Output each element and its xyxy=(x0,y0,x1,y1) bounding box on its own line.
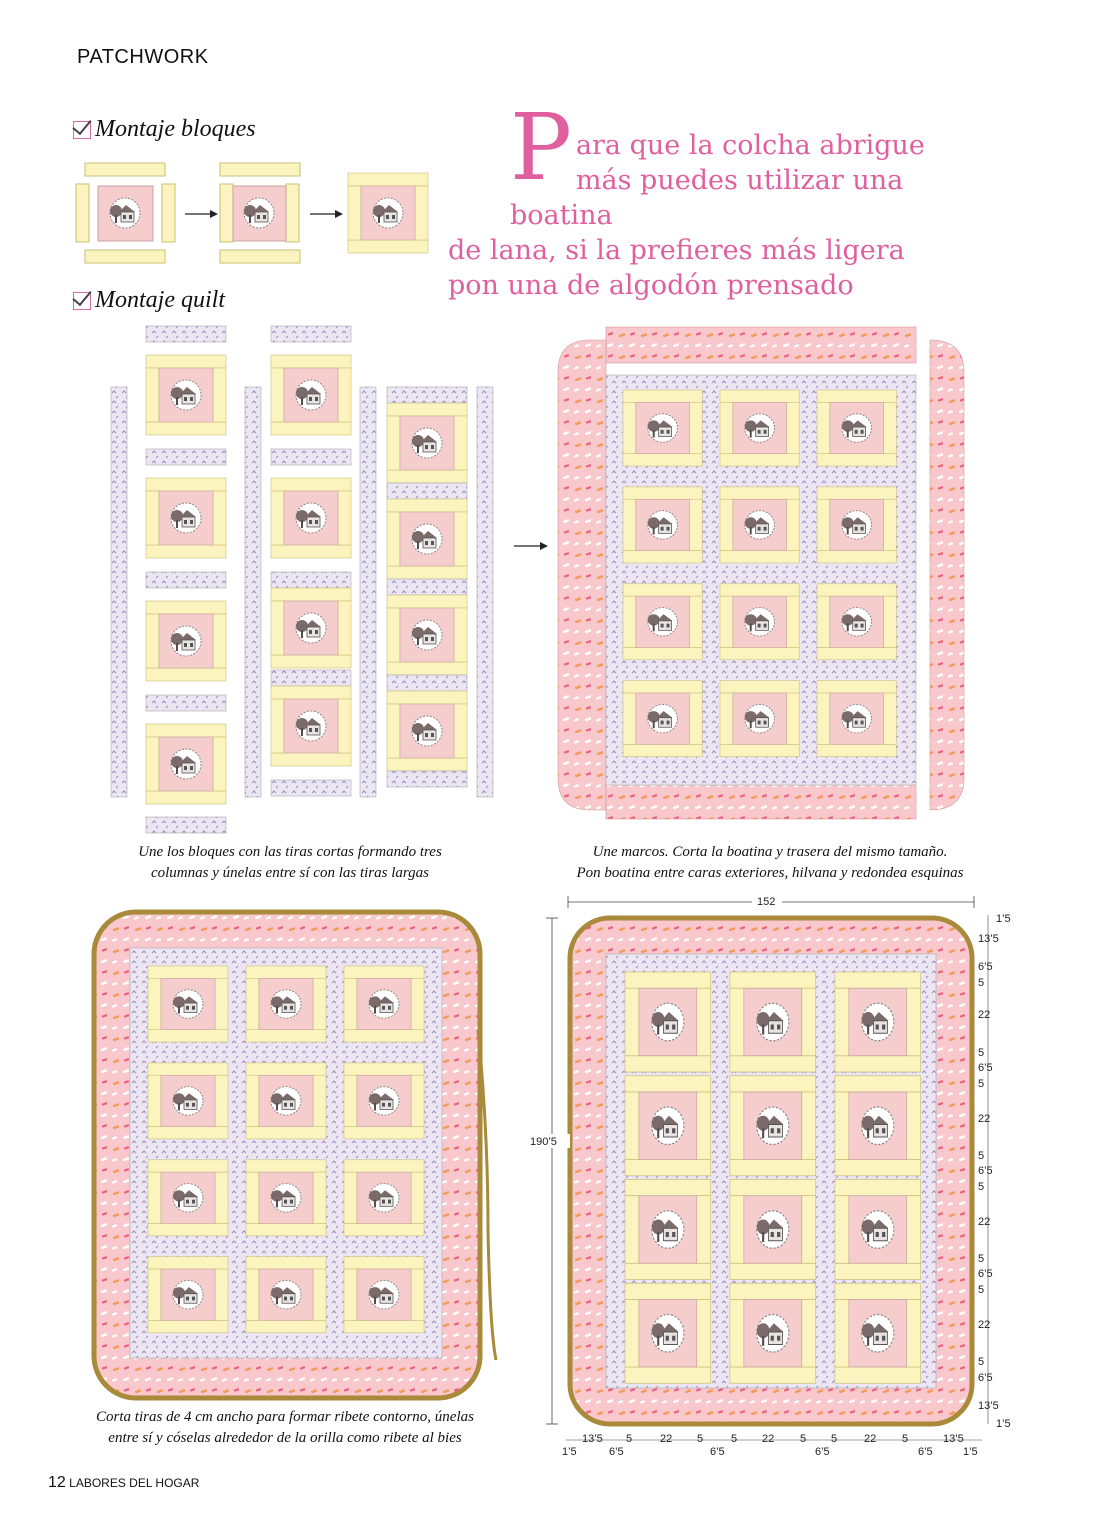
dim-bottom-label: 22 xyxy=(762,1433,774,1445)
dim-right-label: 5 xyxy=(978,1150,984,1162)
dim-bottom-label: 5 xyxy=(800,1433,806,1445)
checkmark-icon xyxy=(73,291,91,310)
step-title-blocks-text: Montaje bloques xyxy=(95,116,256,142)
dim-right-label: 1’5 xyxy=(996,913,1011,925)
quote-line-3: de lana, si la prefieres más ligera xyxy=(448,235,905,266)
dim-right-label: 6’5 xyxy=(978,961,993,973)
step-title-quilt-text: Montaje quilt xyxy=(95,287,225,313)
dim-right-label: 5 xyxy=(978,1253,984,1265)
dim-bottom-label: 5 xyxy=(902,1433,908,1445)
dim-bottom-label: 6’5 xyxy=(918,1446,933,1458)
quilt-dimensions-diagram: 152 190’5 1’513’56’552256’552256’552256’… xyxy=(528,894,1011,1458)
caption-columns: Une los bloques con las tiras cortas for… xyxy=(90,842,490,884)
blocks-assembly-diagram xyxy=(75,162,428,264)
quote-line-4: pon una de algodón prensado xyxy=(448,270,854,301)
dim-right-label: 6’5 xyxy=(978,1268,993,1280)
section-label: PATCHWORK xyxy=(77,46,209,68)
dim-bottom-label: 22 xyxy=(864,1433,876,1445)
quilt-binding-diagram xyxy=(91,909,498,1401)
dim-bottom-label: 5 xyxy=(697,1433,703,1445)
dim-right-label: 5 xyxy=(978,1047,984,1059)
step-title-quilt: Montaje quilt xyxy=(73,287,225,314)
dim-right-label: 6’5 xyxy=(978,1372,993,1384)
quote-line-2: más puedes utilizar una boatina xyxy=(510,165,904,231)
dim-bottom-label: 1’5 xyxy=(963,1446,978,1458)
dim-right-label: 5 xyxy=(978,1284,984,1296)
dim-bottom-label: 22 xyxy=(660,1433,672,1445)
dim-right-label: 13’5 xyxy=(978,933,999,945)
page-footer: 12 LABORES DEL HOGAR xyxy=(48,1474,199,1492)
dim-bottom-label: 5 xyxy=(731,1433,737,1445)
dim-right-label: 1’5 xyxy=(996,1418,1011,1430)
dim-right-label: 22 xyxy=(978,1009,990,1021)
dim-right-label: 6’5 xyxy=(978,1165,993,1177)
caption-binding-line-2: entre sí y cóselas alrededor de la orill… xyxy=(108,1430,462,1446)
dim-bottom-label: 6’5 xyxy=(710,1446,725,1458)
magazine-name: LABORES DEL HOGAR xyxy=(69,1476,200,1490)
dim-right-label: 5 xyxy=(978,977,984,989)
dim-right-label: 13’5 xyxy=(978,1400,999,1412)
caption-columns-line-1: Une los bloques con las tiras cortas for… xyxy=(138,844,442,860)
dim-right-label: 5 xyxy=(978,1356,984,1368)
dim-right-label: 5 xyxy=(978,1078,984,1090)
dim-right-label: 22 xyxy=(978,1319,990,1331)
quote-dropcap: P xyxy=(510,94,572,201)
dim-right-label: 5 xyxy=(978,1181,984,1193)
dim-right-label: 22 xyxy=(978,1216,990,1228)
dim-bottom-label: 13’5 xyxy=(943,1433,964,1445)
dim-bottom-label: 13’5 xyxy=(582,1433,603,1445)
dim-right-labels: 1’5 13’5 6’5 5 22 5 6’5 5 22 5 6’5 5 22 5 6’5 5 22 5 6’5 13… xyxy=(978,913,1011,1430)
caption-borders-line-2: Pon boatina entre caras exteriores, hilv… xyxy=(576,865,964,881)
page-number: 12 xyxy=(48,1474,66,1491)
dim-height: 190’5 xyxy=(530,1136,557,1148)
caption-columns-line-2: columnas y únelas entre sí con las tiras… xyxy=(150,865,430,881)
caption-binding-line-1: Corta tiras de 4 cm ancho para formar ri… xyxy=(96,1409,474,1425)
quilt-assembly-diagram xyxy=(110,325,548,834)
dim-width: 152 xyxy=(757,896,775,908)
dim-bottom-label: 5 xyxy=(831,1433,837,1445)
caption-borders: Une marcos. Corta la boatina y trasera d… xyxy=(540,842,1000,884)
dim-bottom-label: 6’5 xyxy=(815,1446,830,1458)
dim-bottom-label: 5 xyxy=(626,1433,632,1445)
pull-quote: P ara que la colcha abrigue más puedes u… xyxy=(448,94,990,303)
step-title-blocks: Montaje bloques xyxy=(73,116,256,143)
quilt-borders-diagram xyxy=(557,326,965,820)
dim-bottom-label: 1’5 xyxy=(562,1446,577,1458)
dim-right-label: 22 xyxy=(978,1113,990,1125)
caption-binding: Corta tiras de 4 cm ancho para formar ri… xyxy=(40,1407,530,1449)
checkmark-icon xyxy=(73,120,91,139)
quote-line-1: ara que la colcha abrigue xyxy=(575,130,925,161)
caption-borders-line-1: Une marcos. Corta la boatina y trasera d… xyxy=(592,844,948,860)
dim-right-label: 6’5 xyxy=(978,1062,993,1074)
dim-bottom-label: 6’5 xyxy=(609,1446,624,1458)
